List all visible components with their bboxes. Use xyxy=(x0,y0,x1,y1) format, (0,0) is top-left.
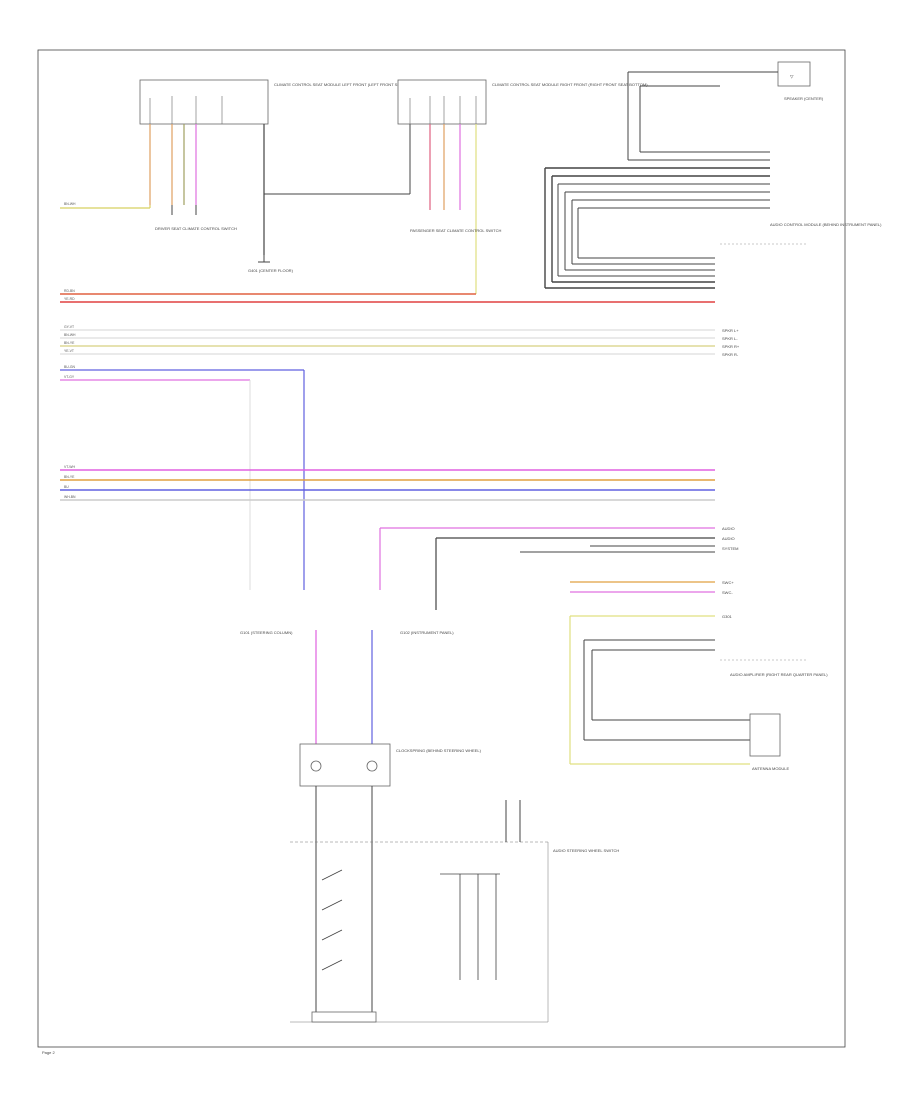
wire-label: BN-YE xyxy=(64,475,75,479)
right-label: AUDIO xyxy=(722,526,735,531)
climate-seat-module-right-label: CLIMATE CONTROL SEAT MODULE RIGHT FRONT … xyxy=(492,82,648,87)
left-harness-wires xyxy=(60,293,715,590)
right-label: SPKR L+ xyxy=(722,328,739,333)
seat-switch-right-label: PASSENGER SEAT CLIMATE CONTROL SWITCH xyxy=(410,228,501,233)
wire-label: YE-RD xyxy=(64,297,75,301)
right-label: SWC+ xyxy=(722,580,734,585)
wire-label: GY-VT xyxy=(64,325,74,329)
seat-switch-left-label: DRIVER SEAT CLIMATE CONTROL SWITCH xyxy=(155,226,237,231)
diagram-frame xyxy=(37,49,846,1048)
antenna-label: ANTENNA MODULE xyxy=(752,766,789,771)
climate-seat-module-left-label: CLIMATE CONTROL SEAT MODULE LEFT FRONT (… xyxy=(274,82,425,87)
amp-module-label: AUDIO AMPLIFIER (RIGHT REAR QUARTER PANE… xyxy=(730,672,828,677)
ground-left-label: G401 (CENTER FLOOR) xyxy=(248,268,294,273)
wire-label: VT-WH xyxy=(64,465,75,469)
wire-label: BN-YE xyxy=(64,341,75,345)
wire-label: YE-VT xyxy=(64,349,74,353)
ground-c1-label: G101 (STEERING COLUMN) xyxy=(240,630,293,635)
right-label: AUDIO xyxy=(722,536,735,541)
right-label: SWC- xyxy=(722,590,733,595)
right-label: SPKR R+ xyxy=(722,344,740,349)
wire-label: RD-BN xyxy=(64,289,75,293)
climate-seat-module-left: CLIMATE CONTROL SEAT MODULE LEFT FRONT (… xyxy=(139,79,425,125)
wire-label: VT-GY xyxy=(64,375,75,379)
clockspring-label: CLOCKSPRING (BEHIND STEERING WHEEL) xyxy=(396,748,482,753)
speaker-icon: ▽ xyxy=(790,74,794,79)
switch-connector xyxy=(311,1011,377,1023)
ground-right-label: G301 xyxy=(722,614,733,619)
antenna-box xyxy=(749,713,781,757)
wire-label: BN-WH xyxy=(64,202,76,206)
wire-label: BN-WH xyxy=(64,333,76,337)
amplifier-wires xyxy=(569,615,750,765)
wire-label: BU-GN xyxy=(64,365,75,369)
ground-c2-label: G102 (INSTRUMENT PANEL) xyxy=(400,630,454,635)
audio-module-label: AUDIO CONTROL MODULE (BEHIND INSTRUMENT … xyxy=(770,222,882,227)
steering-wheel-switch: AUDIO STEERING WHEEL SWITCH xyxy=(321,800,619,980)
speaker-center-label: SPEAKER (CENTER) xyxy=(784,96,824,101)
page-footer: Page 2 xyxy=(42,1050,55,1055)
ground-icon xyxy=(258,255,270,263)
clockspring: CLOCKSPRING (BEHIND STEERING WHEEL) xyxy=(299,743,482,787)
audio-module-wires xyxy=(544,167,770,289)
right-label: SPKR L- xyxy=(722,336,738,341)
bus-wires xyxy=(60,469,715,501)
right-label: SYSTEM xyxy=(722,546,738,551)
steering-control-label: AUDIO STEERING WHEEL SWITCH xyxy=(553,848,619,853)
wire-label: WH-BN xyxy=(64,495,76,499)
right-label: SPKR R- xyxy=(722,352,739,357)
climate-seat-module-right: CLIMATE CONTROL SEAT MODULE RIGHT FRONT … xyxy=(397,79,648,125)
speaker-center: ▽ SPEAKER (CENTER) xyxy=(777,61,824,101)
wire-label: BU xyxy=(64,485,69,489)
